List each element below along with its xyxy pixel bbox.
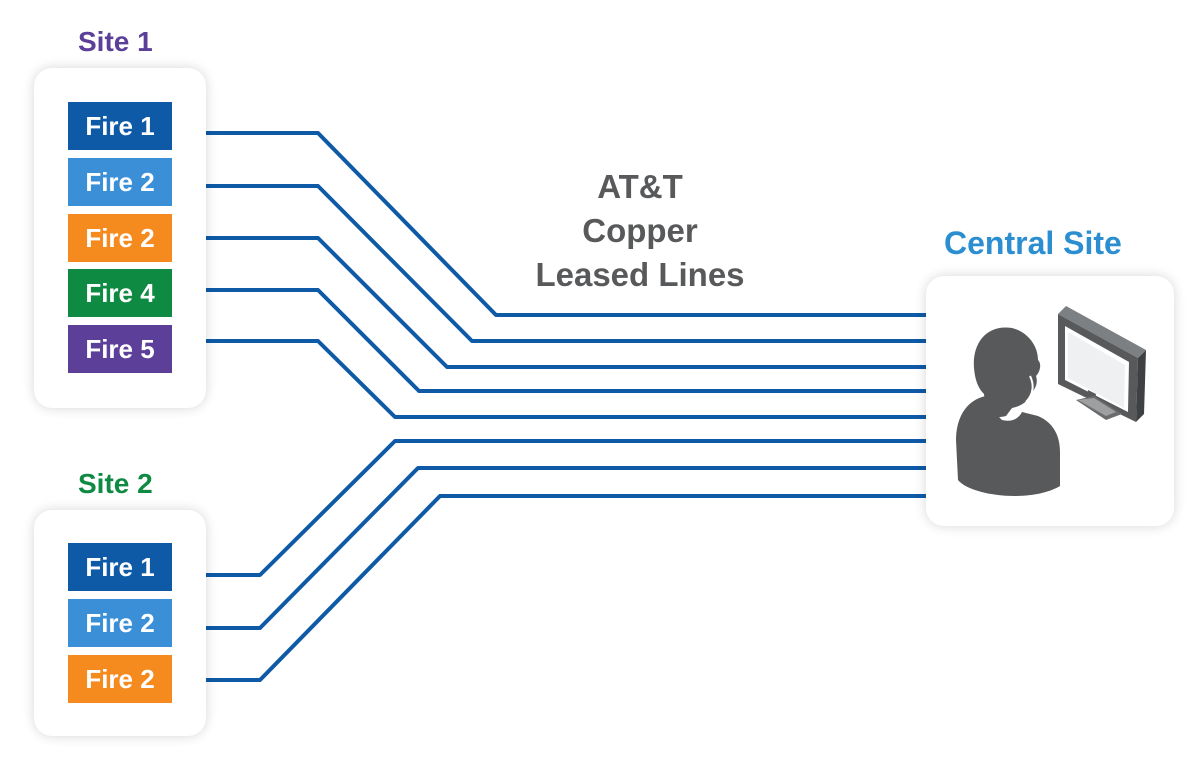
- line-site1-fire4: [172, 288, 926, 393]
- link-label-line-3: Leased Lines: [535, 256, 745, 293]
- line-site1-fire3: [172, 236, 926, 369]
- line-site2-fire1: [172, 439, 926, 577]
- link-label-line-2: Copper: [582, 212, 698, 249]
- monitor-icon: [1058, 306, 1146, 422]
- site2-fire-panel-2: Fire 2: [68, 599, 172, 647]
- line-site2-fire3: [172, 494, 926, 682]
- central-site-title: Central Site: [944, 225, 1122, 261]
- site1-title: Site 1: [78, 26, 153, 57]
- central-site-panel: [926, 276, 1174, 526]
- site1-fire-panel-3: Fire 2: [68, 214, 172, 262]
- site1-fire-panel-5: Fire 5: [68, 325, 172, 373]
- line-site1-fire5: [172, 339, 926, 419]
- line-site1-fire1: [172, 131, 926, 317]
- site1-fire-panel-4: Fire 4: [68, 269, 172, 317]
- person-icon: [956, 327, 1060, 496]
- site1-fire-panel-1: Fire 1: [68, 102, 172, 150]
- operator-at-monitor-icon: [956, 306, 1146, 496]
- site1-fire-panel-2: Fire 2: [68, 158, 172, 206]
- site2-fire-panel-3: Fire 2: [68, 655, 172, 703]
- line-site2-fire2: [172, 466, 926, 630]
- site2-fire-panel-1: Fire 1: [68, 543, 172, 591]
- link-label-line-1: AT&T: [597, 168, 683, 205]
- line-site1-fire2: [172, 184, 926, 343]
- site2-title: Site 2: [78, 468, 153, 499]
